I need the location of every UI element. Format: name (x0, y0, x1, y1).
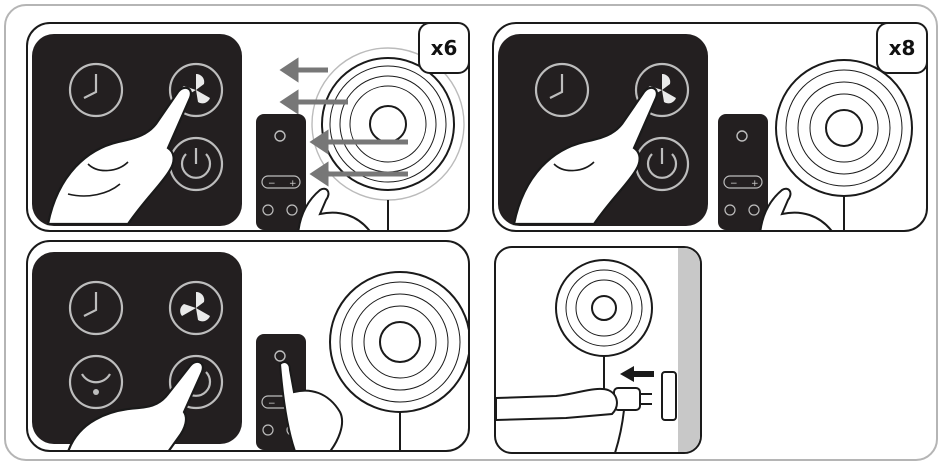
step-1-illustration: − + (32, 34, 465, 230)
fan (555, 259, 653, 398)
power-icon (168, 136, 224, 192)
fan (775, 59, 913, 230)
fan (329, 271, 468, 450)
hand (496, 387, 618, 422)
remote-control: − + (718, 114, 768, 230)
remote-hand (297, 187, 371, 230)
step-2-panel: − + (492, 22, 928, 232)
step-3-panel: − + (26, 240, 470, 452)
fan (311, 47, 465, 230)
remote-plus-label: + (751, 179, 759, 189)
plug-icon (613, 371, 677, 421)
fan-speed-icon (168, 280, 224, 336)
hand (67, 360, 204, 450)
step-4-illustration (496, 248, 700, 452)
step-2-illustration: − + (498, 34, 913, 230)
timer-icon (68, 280, 124, 336)
step-4-panel (494, 246, 702, 454)
repeat-badge-x6: x6 (418, 22, 470, 74)
hand (46, 86, 192, 226)
insert-arrow (620, 366, 654, 382)
step-3-illustration: − + (32, 252, 468, 450)
remote-hand (759, 187, 833, 230)
remote-minus-label: − (268, 179, 276, 189)
wall (678, 248, 700, 452)
cable (614, 409, 625, 452)
fan-speed-icon (634, 62, 690, 118)
step-1-panel: − + (26, 22, 470, 232)
remote-plus-label: + (289, 179, 297, 189)
oscillation-icon (68, 354, 124, 410)
timer-icon (68, 62, 124, 118)
remote-minus-label: − (268, 399, 276, 409)
hand (512, 86, 658, 226)
repeat-badge-x8: x8 (876, 22, 928, 74)
remote-control: − + (256, 114, 306, 230)
airflow-arrows (279, 57, 408, 187)
remote-hand (278, 361, 344, 450)
fan-speed-icon (168, 62, 224, 118)
remote-minus-label: − (730, 179, 738, 189)
timer-icon (534, 62, 590, 118)
